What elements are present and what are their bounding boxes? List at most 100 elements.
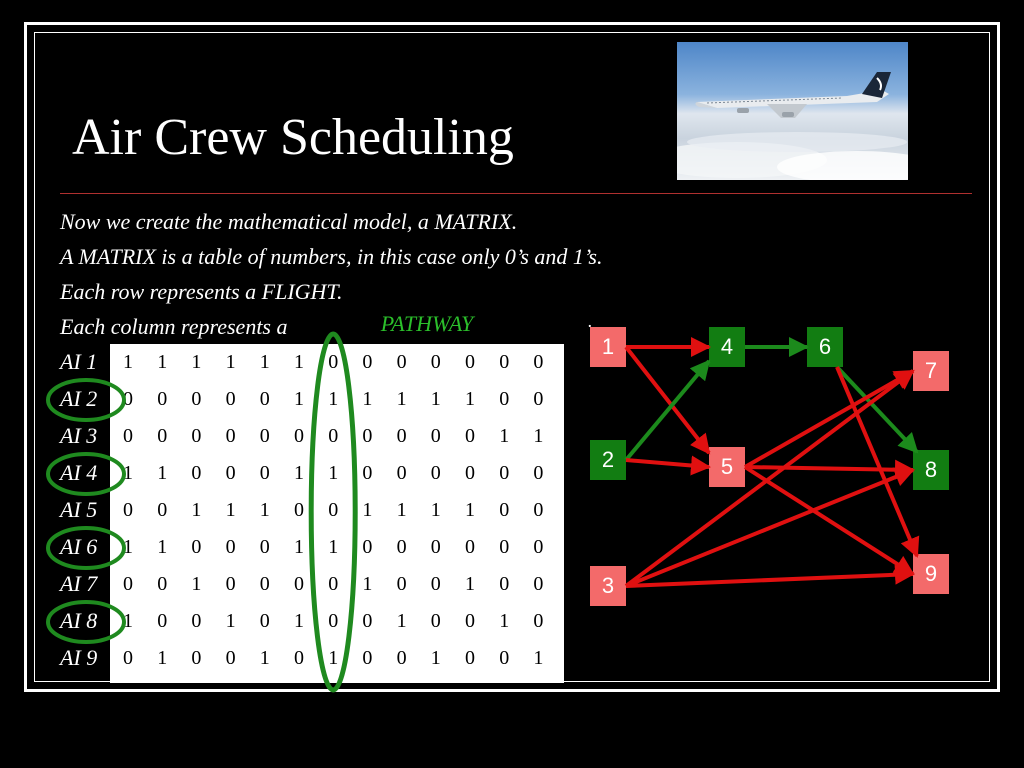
matrix-cell: 1	[294, 610, 304, 632]
matrix-cell: 1	[362, 499, 373, 521]
matrix-cell: 0	[362, 647, 373, 669]
graph-edge-6-8	[835, 365, 919, 454]
matrix-cell: 1	[328, 388, 339, 410]
matrix-cell: 0	[465, 610, 475, 632]
matrix-cell: 0	[328, 425, 339, 447]
matrix-cell: 0	[465, 351, 475, 373]
matrix-cell: 1	[225, 610, 236, 632]
matrix-cell: 1	[259, 499, 270, 521]
column-circle	[308, 331, 358, 693]
row-circle	[46, 600, 126, 644]
matrix-cell: 1	[499, 610, 510, 632]
graph-node-4: 4	[709, 327, 745, 367]
text-line-3: Each row represents a FLIGHT.	[60, 279, 343, 304]
matrix-cell: 1	[157, 647, 168, 669]
matrix-cell: 0	[225, 536, 236, 558]
graph-edge-5-7	[744, 369, 915, 469]
matrix-cell: 1	[396, 388, 407, 410]
matrix-cell: 0	[157, 388, 168, 410]
matrix-cell: 1	[157, 351, 168, 373]
matrix-cell: 1	[328, 462, 339, 484]
matrix-cell: 0	[123, 499, 133, 521]
matrix-cell: 0	[499, 647, 510, 669]
matrix-cell: 1	[123, 462, 133, 484]
row-label: AI 3	[60, 423, 98, 448]
airplane-icon	[677, 72, 908, 180]
matrix-cell: 1	[499, 425, 510, 447]
matrix-cell: 0	[191, 610, 202, 632]
pathway-label: PATHWAY	[357, 309, 497, 339]
matrix-cell: 0	[430, 351, 441, 373]
matrix-cell: 0	[465, 462, 475, 484]
matrix-cell: 0	[430, 573, 441, 595]
matrix-cell: 0	[362, 425, 373, 447]
airplane-over-clouds-photo	[677, 42, 908, 180]
matrix-cell: 0	[157, 573, 168, 595]
matrix-cell: 0	[567, 573, 578, 595]
graph-edge-3-8	[625, 467, 915, 588]
matrix-cell: 0	[157, 499, 168, 521]
trailing-mark: .	[588, 311, 593, 331]
matrix-cell: 1	[259, 351, 270, 373]
graph-node-8: 8	[913, 450, 949, 490]
matrix-cell: 0	[225, 462, 236, 484]
matrix-cell: 1	[533, 647, 544, 669]
matrix-cell: 0	[499, 499, 510, 521]
row-circle	[46, 378, 126, 422]
matrix-cell: 0	[328, 573, 339, 595]
matrix-cell: 1	[123, 536, 133, 558]
graph-node-5: 5	[709, 447, 745, 487]
matrix-cell: 0	[294, 499, 304, 521]
graph-node-2: 2	[590, 440, 626, 480]
matrix-cell: 1	[123, 351, 133, 373]
matrix-cell: 0	[533, 536, 544, 558]
matrix-cell: 0	[567, 610, 578, 632]
matrix-cell: 0	[328, 499, 339, 521]
matrix-cell: 1	[294, 536, 304, 558]
matrix-cell: 1	[294, 462, 304, 484]
matrix-cell: 0	[191, 647, 202, 669]
row-circle	[46, 526, 126, 570]
matrix-cell: 0	[191, 425, 202, 447]
matrix-cell: 0	[567, 536, 578, 558]
graph-edge-2-4	[624, 359, 711, 462]
text-line-1: Now we create the mathematical model, a …	[60, 209, 518, 234]
graph-edge-3-9	[625, 564, 915, 588]
matrix-cell: 1	[225, 351, 236, 373]
matrix-cell: 1	[567, 425, 578, 447]
matrix-cell: 0	[533, 462, 544, 484]
matrix-cell: 0	[259, 462, 270, 484]
matrix-cell: 0	[225, 573, 236, 595]
matrix-cell: 1	[430, 499, 441, 521]
matrix-cell: 0	[123, 425, 133, 447]
matrix-cell: 0	[430, 536, 441, 558]
matrix-cell: 1	[465, 388, 475, 410]
row-label: AI 9	[60, 645, 98, 670]
matrix-cell: 0	[157, 425, 168, 447]
slide-title: Air Crew Scheduling	[72, 109, 514, 166]
matrix-cell: 0	[567, 647, 578, 669]
matrix-cell: 0	[259, 610, 270, 632]
matrix-cell: 0	[191, 536, 202, 558]
matrix-cell: 0	[362, 610, 373, 632]
matrix-cell: 1	[191, 351, 202, 373]
matrix-cell: 0	[396, 536, 407, 558]
matrix-cell: 1	[362, 388, 373, 410]
text-line-2: A MATRIX is a table of numbers, in this …	[60, 244, 603, 269]
graph-node-9: 9	[913, 554, 949, 594]
matrix-cell: 1	[123, 610, 133, 632]
text-line-4: Each column represents a	[60, 314, 288, 339]
graph-node-7: 7	[913, 351, 949, 391]
graph-edge-3-7	[624, 369, 915, 588]
slide-frame-outer	[24, 22, 1000, 692]
matrix-cell: 1	[396, 499, 407, 521]
matrix-cell: 1	[157, 536, 168, 558]
matrix-cell: 0	[396, 462, 407, 484]
matrix-cell: 1	[430, 388, 441, 410]
matrix-cell: 1	[328, 536, 339, 558]
matrix-cell: 0	[294, 425, 304, 447]
matrix-cell: 1	[191, 499, 202, 521]
matrix-cell: 0	[191, 462, 202, 484]
matrix-cell: 0	[362, 351, 373, 373]
